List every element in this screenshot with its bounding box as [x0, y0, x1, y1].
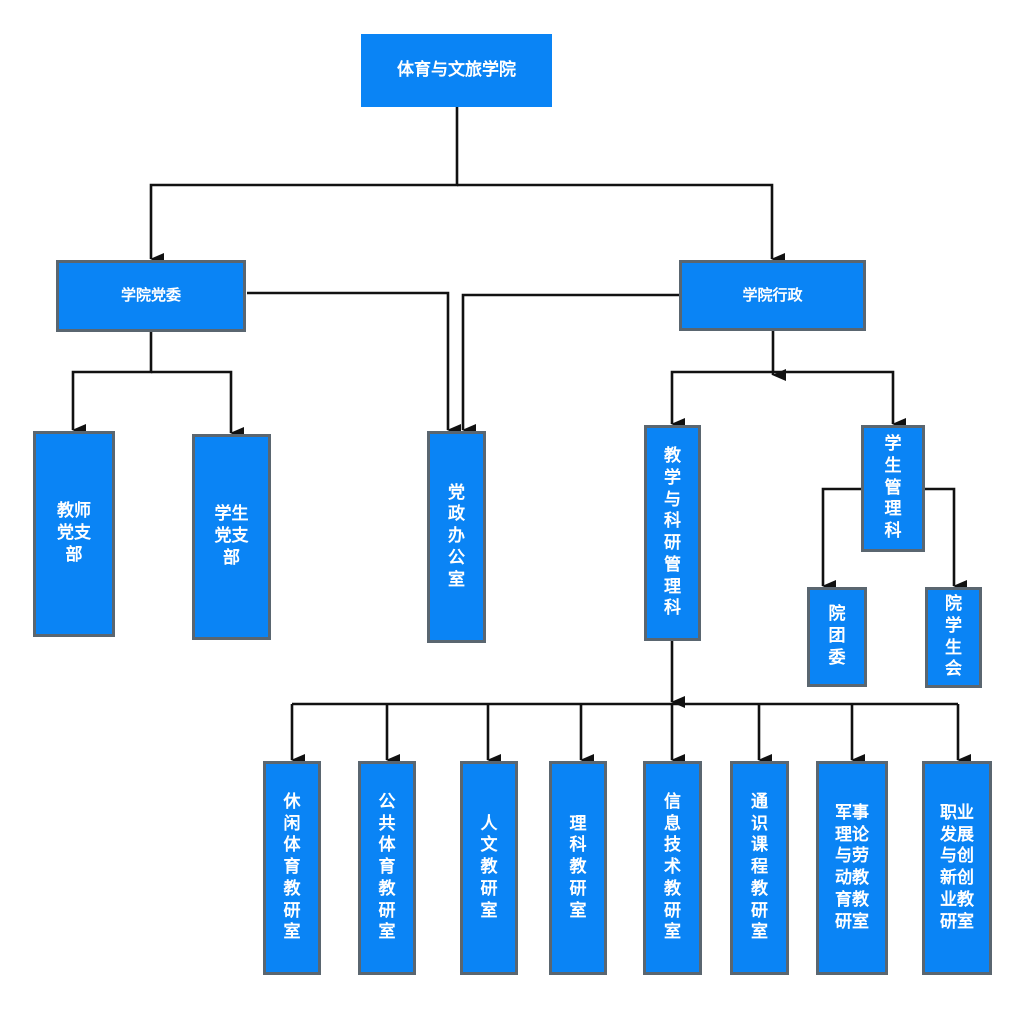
- link-mgmt-union: [924, 487, 967, 592]
- node-student-union: 院 学 生 会: [925, 587, 982, 688]
- node-public-sports-office: 公 共 体 育 教 研 室: [358, 761, 416, 975]
- link-root-admin: [457, 183, 785, 265]
- node-student-management-dept: 学 生 管 理 科: [861, 425, 925, 552]
- link-admin-studentmgmt: [773, 370, 906, 430]
- node-party-committee: 学院党委: [56, 260, 246, 332]
- link-admin-teaching: [670, 370, 773, 430]
- node-teaching-research-dept-label: 教 学 与 科 研 管 理 科: [664, 446, 681, 619]
- node-student-union-label: 院 学 生 会: [945, 594, 962, 680]
- link-party-teacher: [71, 331, 153, 436]
- node-humanities-office: 人 文 教 研 室: [460, 761, 518, 975]
- node-teacher-party-branch: 教师 党支 部: [33, 431, 115, 637]
- node-college-label: 体育与文旅学院: [397, 59, 516, 80]
- node-party-admin-office-label: 党 政 办 公 室: [448, 482, 465, 590]
- link-mgmt-youth: [821, 487, 862, 592]
- node-party-admin-office: 党 政 办 公 室: [427, 431, 486, 643]
- node-youth-league-label: 院 团 委: [828, 604, 846, 668]
- node-student-management-dept-label: 学 生 管 理 科: [884, 434, 902, 542]
- link-party-student: [151, 370, 244, 439]
- node-party-committee-label: 学院党委: [120, 286, 181, 305]
- node-career-innovation-office: 职业 发展 与创 新创 业教 研室: [922, 761, 992, 975]
- node-career-innovation-office-label: 职业 发展 与创 新创 业教 研室: [940, 802, 974, 932]
- node-military-labor-office: 军事 理论 与劳 动教 育教 研室: [816, 761, 888, 975]
- node-general-education-office: 通 识 课 程 教 研 室: [730, 761, 789, 975]
- node-public-sports-office-label: 公 共 体 育 教 研 室: [378, 791, 396, 943]
- node-student-party-branch: 学生 党支 部: [192, 434, 271, 640]
- node-teaching-research-dept: 教 学 与 科 研 管 理 科: [644, 425, 701, 641]
- node-general-education-office-label: 通 识 课 程 教 研 室: [751, 791, 768, 943]
- link-admin-office: [461, 293, 680, 436]
- node-teacher-party-branch-label: 教师 党支 部: [57, 501, 91, 565]
- node-it-office-label: 信 息 技 术 教 研 室: [664, 791, 681, 943]
- node-science-office-label: 理 科 教 研 室: [569, 813, 587, 921]
- node-administration-label: 学院行政: [742, 285, 803, 304]
- node-leisure-sports-office-label: 休 闲 体 育 教 研 室: [283, 791, 301, 943]
- node-science-office: 理 科 教 研 室: [549, 761, 607, 975]
- link-root-party: [149, 107, 459, 265]
- node-student-party-branch-label: 学生 党支 部: [214, 504, 249, 568]
- node-humanities-office-label: 人 文 教 研 室: [480, 813, 498, 921]
- node-administration: 学院行政: [679, 260, 866, 331]
- node-college: 体育与文旅学院: [361, 34, 552, 107]
- node-it-office: 信 息 技 术 教 研 室: [643, 761, 702, 975]
- node-leisure-sports-office: 休 闲 体 育 教 研 室: [263, 761, 321, 975]
- node-military-labor-office-label: 军事 理论 与劳 动教 育教 研室: [835, 802, 869, 932]
- link-party-office: [247, 291, 461, 436]
- node-youth-league: 院 团 委: [807, 587, 867, 687]
